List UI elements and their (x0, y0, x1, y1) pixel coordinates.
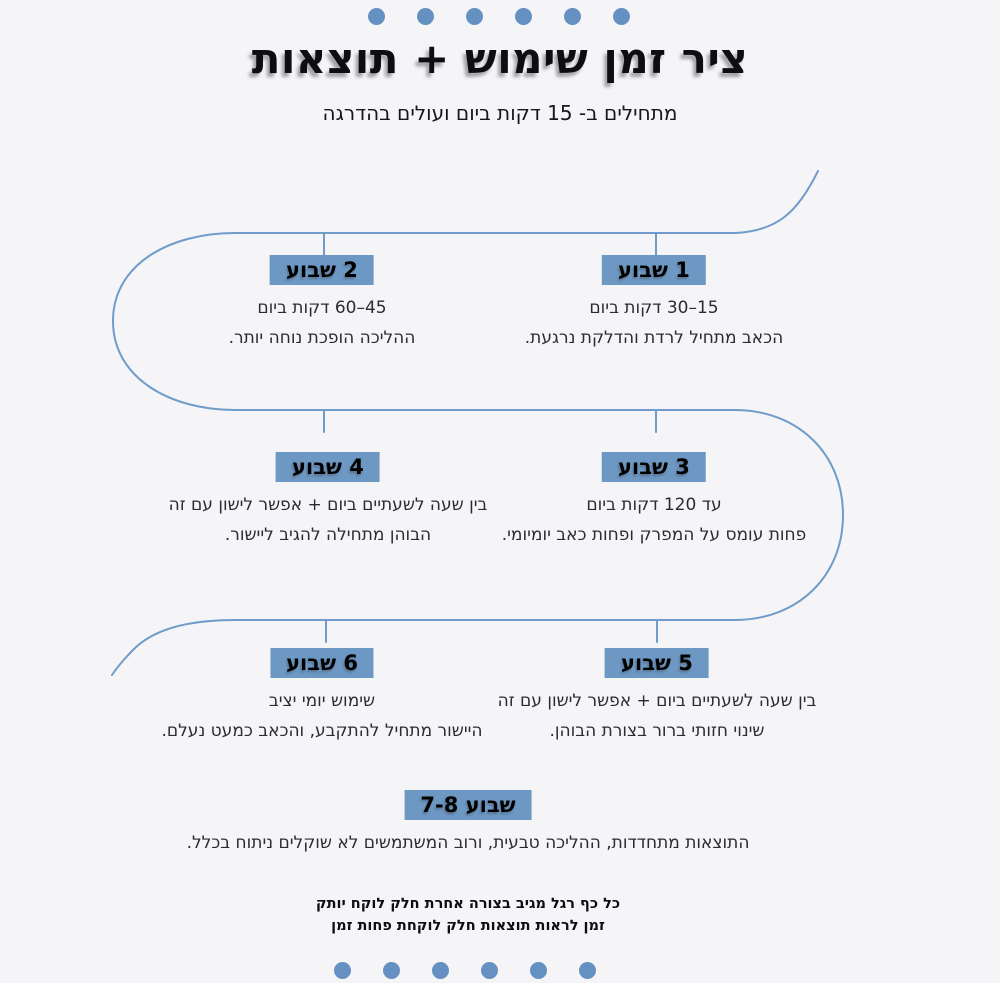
page-title: ציר זמן שימוש + תוצאות (251, 34, 749, 83)
timeline-dot-icon (579, 962, 596, 979)
timeline-dot-icon (515, 8, 532, 25)
footnote-line2: זמן לראות תוצאות חלק לוקחת פחות זמן (331, 918, 605, 934)
week-1-label: 1 שבוע (602, 255, 706, 285)
timeline-tick-marks (323, 233, 658, 643)
week-6-line1: שימוש יומי יציב (268, 691, 376, 711)
timeline-dot-icon (530, 962, 547, 979)
timeline-dot-icon (334, 962, 351, 979)
week-6-line2: היישור מתחיל להתקבע, והכאב כמעט נעלם. (161, 721, 483, 741)
week-7-8-label: שבוע 7-8 (404, 790, 532, 820)
timeline-dot-icon (564, 8, 581, 25)
week-5-line2: שינוי חזותי ברור בצורת הבוהן. (549, 721, 765, 741)
timeline-dot-icon (613, 8, 630, 25)
week-2-line1: 45–60 דקות ביום (257, 298, 387, 318)
week-6-block: 6 שבוע שימוש יומי יציב היישור מתחיל להתק… (161, 648, 483, 746)
timeline-dot-icon (383, 962, 400, 979)
week-2-label: 2 שבוע (270, 255, 374, 285)
week-1-line1: 15–30 דקות ביום (589, 298, 719, 318)
week-6-body: שימוש יומי יציב היישור מתחיל להתקבע, והכ… (161, 686, 482, 746)
footnote-line1: כל כף רגל מגיב בצורה אחרת חלק לוקח יותק (315, 896, 621, 912)
bottom-dots-row (334, 962, 596, 979)
week-2-body: 45–60 דקות ביום ההליכה הופכת נוחה יותר. (229, 293, 416, 353)
footnote: כל כף רגל מגיב בצורה אחרת חלק לוקח יותק … (316, 893, 620, 937)
week-1-block: 1 שבוע 15–30 דקות ביום הכאב מתחיל לרדת ו… (525, 255, 783, 353)
timeline-dot-icon (417, 8, 434, 25)
week-3-block: 3 שבוע עד 120 דקות ביום פחות עומס על המפ… (502, 452, 807, 550)
week-1-body: 15–30 דקות ביום הכאב מתחיל לרדת והדלקת נ… (525, 293, 783, 353)
week-4-label: 4 שבוע (276, 452, 380, 482)
timeline-dot-icon (368, 8, 385, 25)
week-3-label: 3 שבוע (602, 452, 706, 482)
week-1-line2: הכאב מתחיל לרדת והדלקת נרגעת. (524, 328, 784, 348)
week-2-line2: ההליכה הופכת נוחה יותר. (228, 328, 416, 348)
week-3-line2: פחות עומס על המפרק ופחות כאב יומיומי. (501, 525, 807, 545)
week-7-8-block: שבוע 7-8 התוצאות מתחדדות, ההליכה טבעית, … (187, 790, 750, 858)
timeline-dot-icon (466, 8, 483, 25)
timeline-dot-icon (432, 962, 449, 979)
week-5-label: 5 שבוע (605, 648, 709, 678)
week-4-block: 4 שבוע בין שעה לשעתיים ביום + אפשר לישון… (169, 452, 488, 550)
week-5-line1: בין שעה לשעתיים ביום + אפשר לישון עם זה (497, 691, 817, 711)
week-4-body: בין שעה לשעתיים ביום + אפשר לישון עם זה … (169, 490, 488, 550)
week-5-body: בין שעה לשעתיים ביום + אפשר לישון עם זה … (498, 686, 817, 746)
timeline-path (111, 170, 845, 676)
week-6-label: 6 שבוע (270, 648, 374, 678)
week-4-line2: הבוהן מתחילה להגיב ליישור. (224, 525, 432, 545)
top-dots-row (368, 8, 630, 25)
week-4-line1: בין שעה לשעתיים ביום + אפשר לישון עם זה (168, 495, 488, 515)
week-3-body: עד 120 דקות ביום פחות עומס על המפרק ופחו… (502, 490, 807, 550)
week-5-block: 5 שבוע בין שעה לשעתיים ביום + אפשר לישון… (498, 648, 817, 746)
week-7-8-line1: התוצאות מתחדדות, ההליכה טבעית, ורוב המשת… (186, 833, 750, 853)
page-subtitle: מתחילים ב- 15 דקות ביום ועולים בהדרגה (322, 101, 678, 125)
timeline-dot-icon (481, 962, 498, 979)
week-7-8-body: התוצאות מתחדדות, ההליכה טבעית, ורוב המשת… (187, 828, 750, 858)
week-3-line1: עד 120 דקות ביום (586, 495, 722, 515)
week-2-block: 2 שבוע 45–60 דקות ביום ההליכה הופכת נוחה… (229, 255, 416, 353)
